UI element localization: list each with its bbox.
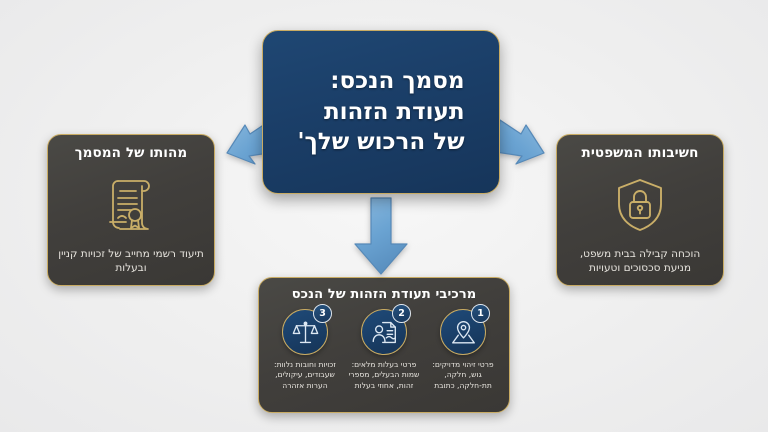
- id-document-icon: [372, 321, 396, 343]
- arrow-to-bottom-card-icon: [354, 197, 408, 275]
- arrow-to-right-card-icon: [495, 119, 545, 165]
- icon-circle-1: [440, 309, 486, 355]
- card-title-right: חשיבותו המשפטית: [581, 145, 699, 161]
- card-document-essence[interactable]: מהותו של המסמך תיעוד רשמי מחייב של זכויו…: [47, 134, 215, 286]
- shield-lock-icon: [618, 178, 662, 231]
- badge-wrap-3: 3: [282, 304, 332, 355]
- map-pin-icon: [451, 320, 475, 344]
- item-number-2: 2: [392, 304, 411, 323]
- components-list: 1 פרטי זיהוי מדויקים: גוש, חלקה, תת-חלקה…: [267, 304, 501, 391]
- list-item-3[interactable]: 3 ז: [267, 304, 343, 391]
- card-description-right: הוכחה קבילה בבית משפט, מניעת סכסוכים וטע…: [579, 248, 701, 275]
- item-number-3: 3: [313, 304, 332, 323]
- item-text-2: פרטי בעלות מלאים: שמות הבעלים, מספרי זהו…: [348, 360, 420, 390]
- hero-title-box: מסמך הנכס: תעודת הזהות של הרכוש שלך': [262, 30, 500, 194]
- card-id-components[interactable]: מרכיבי תעודת הזהות של הנכס 1: [258, 277, 510, 413]
- card-description-left: תיעוד רשמי מחייב של זכויות קניין ובעלות: [58, 248, 204, 275]
- list-item-2[interactable]: 2: [346, 304, 422, 391]
- item-number-1: 1: [471, 304, 490, 323]
- list-item-1[interactable]: 1 פרטי זיהוי מדויקים: גוש, חלקה, תת-חלקה…: [425, 304, 501, 391]
- card-title-left: מהותו של המסמך: [74, 145, 188, 161]
- card-legal-importance[interactable]: חשיבותו המשפטית הוכחה קבילה בבית משפט, מ…: [556, 134, 724, 286]
- scroll-certificate-icon: [109, 179, 150, 230]
- badge-wrap-2: 2: [361, 304, 411, 355]
- item-text-1: פרטי זיהוי מדויקים: גוש, חלקה, תת-חלקה, …: [432, 360, 494, 390]
- badge-wrap-1: 1: [440, 304, 490, 355]
- scales-of-justice-icon: [292, 320, 318, 343]
- item-text-3: זכויות וחובות נלוות: שעבודים, עיקולים, ה…: [274, 360, 336, 390]
- card-title-bottom: מרכיבי תעודת הזהות של הנכס: [291, 287, 477, 302]
- page-title: מסמך הנכס: תעודת הזהות של הרכוש שלך': [297, 68, 465, 156]
